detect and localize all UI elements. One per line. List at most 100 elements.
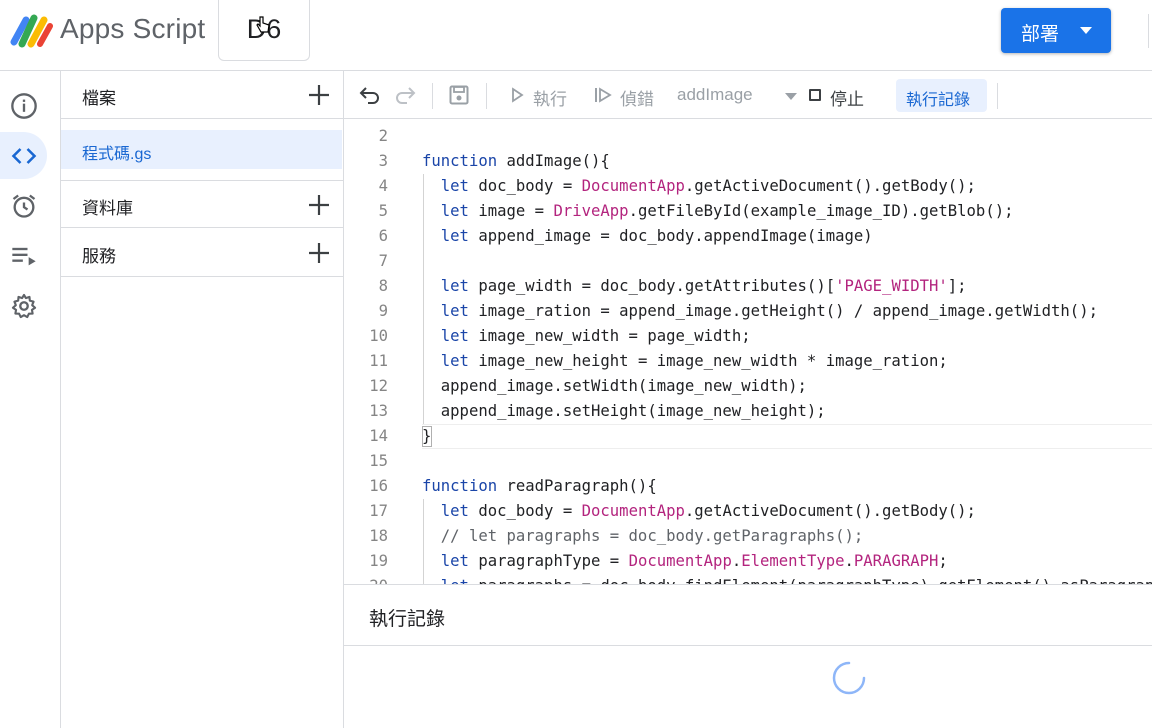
code-line[interactable]: 15	[344, 449, 1152, 474]
code-line[interactable]: 12 append_image.setWidth(image_new_width…	[344, 374, 1152, 399]
add-service-icon[interactable]	[305, 239, 333, 267]
file-item-code-gs[interactable]: 程式碼.gs	[61, 130, 342, 169]
line-number: 18	[369, 527, 388, 545]
code-text[interactable]: let paragraphType = DocumentApp.ElementT…	[422, 552, 948, 570]
code-line[interactable]: 8 let page_width = doc_body.getAttribute…	[344, 274, 1152, 299]
code-line[interactable]: 14}	[344, 424, 1152, 449]
redo-icon[interactable]	[393, 83, 417, 107]
code-token: append_image.setWidth(image_new_width);	[422, 377, 807, 395]
code-line[interactable]: 2	[344, 124, 1152, 149]
save-icon[interactable]	[447, 83, 471, 107]
files-panel: 檔案 程式碼.gs 資料庫 服務	[61, 71, 344, 728]
execution-log-button[interactable]: 執行記錄	[896, 79, 987, 112]
code-line[interactable]: 18 // let paragraphs = doc_body.getParag…	[344, 524, 1152, 549]
code-token: PARAGRAPH	[853, 552, 939, 570]
code-text[interactable]: }	[422, 427, 431, 445]
add-library-icon[interactable]	[305, 191, 333, 219]
code-token: doc_body =	[468, 502, 582, 520]
line-number: 4	[378, 177, 388, 195]
header-divider	[1148, 14, 1149, 48]
function-select[interactable]: addImage	[677, 85, 753, 104]
code-token: .getActiveDocument().getBody();	[684, 502, 976, 520]
code-token: }	[422, 427, 432, 445]
code-line[interactable]: 7	[344, 249, 1152, 274]
code-token	[422, 227, 441, 245]
code-text[interactable]: let image_new_width = page_width;	[422, 327, 751, 345]
caret-down-icon[interactable]	[1080, 27, 1092, 34]
left-nav-rail	[0, 71, 61, 728]
code-token: append_image = doc_body.appendImage(imag…	[468, 227, 873, 245]
app-title: Apps Script	[60, 13, 206, 44]
undo-icon[interactable]	[358, 83, 382, 107]
apps-script-logo	[10, 14, 53, 48]
code-text[interactable]: // let paragraphs = doc_body.getParagrap…	[422, 527, 863, 545]
executions-nav[interactable]	[0, 232, 47, 279]
line-number: 13	[369, 402, 388, 420]
debug-icon[interactable]	[593, 83, 615, 107]
code-line[interactable]: 6 let append_image = doc_body.appendImag…	[344, 224, 1152, 249]
code-text[interactable]: let image_ration = append_image.getHeigh…	[422, 302, 1098, 320]
settings-nav[interactable]	[0, 282, 47, 329]
code-text[interactable]: let doc_body = DocumentApp.getActiveDocu…	[422, 502, 976, 520]
code-line[interactable]: 19 let paragraphType = DocumentApp.Eleme…	[344, 549, 1152, 574]
code-token: ;	[938, 552, 948, 570]
triggers-nav[interactable]	[0, 182, 47, 229]
stop-button[interactable]: 停止	[830, 90, 864, 109]
code-text[interactable]: let image_new_height = image_new_width *…	[422, 352, 948, 370]
code-token: image_ration = append_image.getHeight() …	[468, 302, 1098, 320]
code-text[interactable]: let page_width = doc_body.getAttributes(…	[422, 277, 967, 295]
indent-guide	[423, 174, 424, 424]
line-number: 15	[369, 452, 388, 470]
code-text[interactable]: function addImage(){	[422, 152, 610, 170]
code-text[interactable]: function readParagraph(){	[422, 477, 657, 495]
code-text[interactable]: let paragraphs = doc_body.findElement(pa…	[422, 577, 1152, 584]
code-line[interactable]: 13 append_image.setHeight(image_new_heig…	[344, 399, 1152, 424]
debug-button[interactable]: 偵錯	[620, 90, 654, 109]
code-token: function	[422, 152, 498, 170]
code-token: let	[440, 227, 469, 245]
chevron-down-icon[interactable]	[785, 93, 797, 100]
services-section-header: 服務	[61, 229, 343, 277]
code-text[interactable]: let doc_body = DocumentApp.getActiveDocu…	[422, 177, 976, 195]
code-line[interactable]: 9 let image_ration = append_image.getHei…	[344, 299, 1152, 324]
code-line[interactable]: 10 let image_new_width = page_width;	[344, 324, 1152, 349]
code-text[interactable]: append_image.setWidth(image_new_width);	[422, 377, 807, 395]
libraries-label: 資料庫	[82, 199, 133, 218]
deploy-label: 部署	[1021, 24, 1060, 45]
line-number: 20	[344, 577, 388, 584]
code-token: image =	[468, 202, 554, 220]
code-token: DocumentApp	[581, 502, 685, 520]
line-number: 6	[378, 227, 388, 245]
code-text[interactable]: let image = DriveApp.getFileById(example…	[422, 202, 1014, 220]
code-token: let	[440, 302, 469, 320]
log-divider	[344, 645, 1152, 646]
code-line[interactable]: 5 let image = DriveApp.getFileById(examp…	[344, 199, 1152, 224]
overview-nav[interactable]	[0, 82, 47, 129]
code-token: addImage(){	[497, 152, 610, 170]
line-number: 12	[369, 377, 388, 395]
code-token: function	[422, 477, 498, 495]
editor-nav[interactable]	[0, 132, 47, 179]
deploy-button[interactable]: 部署	[1001, 8, 1111, 53]
run-icon[interactable]	[508, 83, 526, 107]
code-token: DocumentApp	[581, 177, 685, 195]
code-line[interactable]: 11 let image_new_height = image_new_widt…	[344, 349, 1152, 374]
code-token: page_width = doc_body.getAttributes()[	[468, 277, 836, 295]
toolbar-divider	[486, 83, 487, 109]
code-line[interactable]: 4 let doc_body = DocumentApp.getActiveDo…	[344, 174, 1152, 199]
add-file-icon[interactable]	[305, 81, 333, 109]
code-line[interactable]: 20 let paragraphs = doc_body.findElement…	[344, 574, 1152, 584]
code-line[interactable]: 17 let doc_body = DocumentApp.getActiveD…	[344, 499, 1152, 524]
run-button[interactable]: 執行	[533, 90, 567, 109]
code-token: paragraphs = doc_body.findElement(paragr…	[469, 577, 1152, 584]
code-token: image_new_width = page_width;	[468, 327, 751, 345]
code-text[interactable]: let append_image = doc_body.appendImage(…	[422, 227, 873, 245]
code-token: DocumentApp	[628, 552, 732, 570]
stop-icon[interactable]	[809, 89, 821, 101]
code-token: let	[440, 202, 469, 220]
hand-cursor-icon	[256, 16, 270, 33]
code-text[interactable]: append_image.setHeight(image_new_height)…	[422, 402, 826, 420]
